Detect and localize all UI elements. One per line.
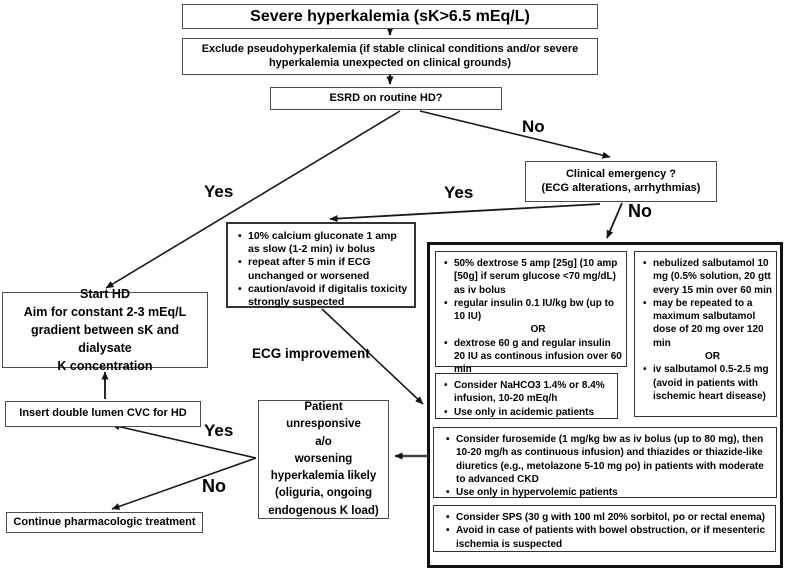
furosemide-item: Use only in hypervolemic patients — [442, 486, 772, 500]
label-esrd-yes: Yes — [204, 182, 234, 201]
nahco3-item: Consider NaHCO3 1.4% or 8.4% infusion, 1… — [440, 379, 613, 406]
node-calcium-gluconate: 10% calcium gluconate 1 amp as slow (1-2… — [226, 222, 416, 308]
node-continue-pharmacologic: Continue pharmacologic treatment — [6, 512, 203, 533]
node-clinical-emergency: Clinical emergency ? (ECG alterations, a… — [525, 161, 717, 202]
start-hd-line: Aim for constant 2-3 mEq/L — [23, 304, 187, 319]
arrow-emergency-no-to-panel — [606, 202, 623, 239]
node-severe-hyperkalemia: Severe hyperkalemia (sK>6.5 mEq/L) — [182, 4, 598, 29]
clinical-emergency-line2: (ECG alterations, arrhythmias) — [541, 181, 701, 194]
clinical-emergency-line1: Clinical emergency ? — [565, 167, 677, 180]
nahco3-item: Use only in acidemic patients — [440, 406, 613, 420]
node-esrd-label: ESRD on routine HD? — [329, 91, 443, 104]
calcium-item: 10% calcium gluconate 1 amp as slow (1-2… — [234, 230, 410, 256]
start-hd-line: K concentration — [57, 359, 153, 374]
arrow-emergency-yes-to-calcium — [329, 203, 601, 223]
arrow-esrd-no-to-emergency — [419, 110, 611, 159]
sps-item: Consider SPS (30 g with 100 ml 20% sorbi… — [442, 511, 771, 525]
insert-cvc-label: Insert double lumen CVC for HD — [19, 407, 187, 420]
label-patient-no: No — [202, 476, 226, 496]
dextrose-item: 50% dextrose 5 amp [25g] (10 amp [50g] i… — [440, 257, 622, 297]
patient-line: hyperkalemia likely — [270, 470, 377, 483]
calcium-item: caution/avoid if digitalis toxicity stro… — [234, 283, 410, 309]
dextrose-item: regular insulin 0.1 IU/kg bw (up to 10 I… — [440, 297, 622, 324]
salbutamol-item: iv salbutamol 0.5-2.5 mg (avoid in patie… — [639, 363, 772, 403]
patient-line: Patient — [304, 401, 343, 414]
node-furosemide: Consider furosemide (1 mg/kg bw as iv bo… — [433, 427, 777, 500]
furosemide-item: Consider furosemide (1 mg/kg bw as iv bo… — [442, 433, 772, 486]
label-patient-yes: Yes — [204, 421, 234, 440]
node-dextrose-insulin: 50% dextrose 5 amp [25g] (10 amp [50g] i… — [435, 251, 627, 375]
node-severe-hyperkalemia-label: Severe hyperkalemia (sK>6.5 mEq/L) — [250, 7, 530, 25]
salbutamol-item: nebulized salbutamol 10 mg (0.5% solutio… — [639, 257, 772, 297]
node-salbutamol: nebulized salbutamol 10 mg (0.5% solutio… — [634, 251, 777, 417]
start-hd-line: gradient between sK and dialysate — [31, 322, 179, 356]
patient-line: worsening — [294, 452, 353, 465]
node-sps: Consider SPS (30 g with 100 ml 20% sorbi… — [433, 505, 776, 552]
start-hd-line: Start HD — [79, 286, 130, 301]
patient-line: endogenous K load) — [268, 504, 379, 517]
arrow-calcium-to-panel — [321, 308, 424, 405]
arrow-esrd-yes-to-starthd — [105, 110, 401, 289]
label-ecg-improvement: ECG improvement — [252, 346, 370, 361]
label-emergency-yes: Yes — [444, 183, 474, 202]
node-nahco3: Consider NaHCO3 1.4% or 8.4% infusion, 1… — [435, 373, 618, 419]
patient-line: unresponsive — [286, 418, 361, 431]
dextrose-item: dextrose 60 g and regular insulin 20 IU … — [440, 337, 622, 377]
dextrose-or-label: OR — [530, 324, 546, 336]
sps-item: Avoid in case of patients with bowel obs… — [442, 524, 771, 551]
node-start-hd: Start HD Aim for constant 2-3 mEq/L grad… — [2, 287, 208, 373]
node-patient-unresponsive: Patient unresponsive a/o worsening hyper… — [258, 400, 389, 519]
node-exclude-label: Exclude pseudohyperkalemia (if stable cl… — [201, 42, 579, 69]
calcium-item: repeat after 5 min if ECG unchanged or w… — [234, 256, 410, 282]
arrow-patient-no-to-continue — [111, 457, 257, 510]
arrow-patient-yes-to-cvc — [111, 423, 257, 459]
node-insert-cvc: Insert double lumen CVC for HD — [5, 401, 201, 427]
node-esrd-question: ESRD on routine HD? — [270, 87, 502, 110]
label-esrd-no: No — [522, 117, 545, 136]
patient-line: a/o — [315, 435, 332, 448]
node-exclude-pseudohyperkalemia: Exclude pseudohyperkalemia (if stable cl… — [182, 38, 598, 75]
salbutamol-item: may be repeated to a maximum salbutamol … — [639, 297, 772, 350]
salbutamol-or-label: OR — [705, 351, 720, 363]
label-emergency-no: No — [628, 201, 652, 221]
patient-line: (oliguria, ongoing — [274, 487, 373, 500]
continue-pharmacologic-label: Continue pharmacologic treatment — [13, 515, 196, 528]
